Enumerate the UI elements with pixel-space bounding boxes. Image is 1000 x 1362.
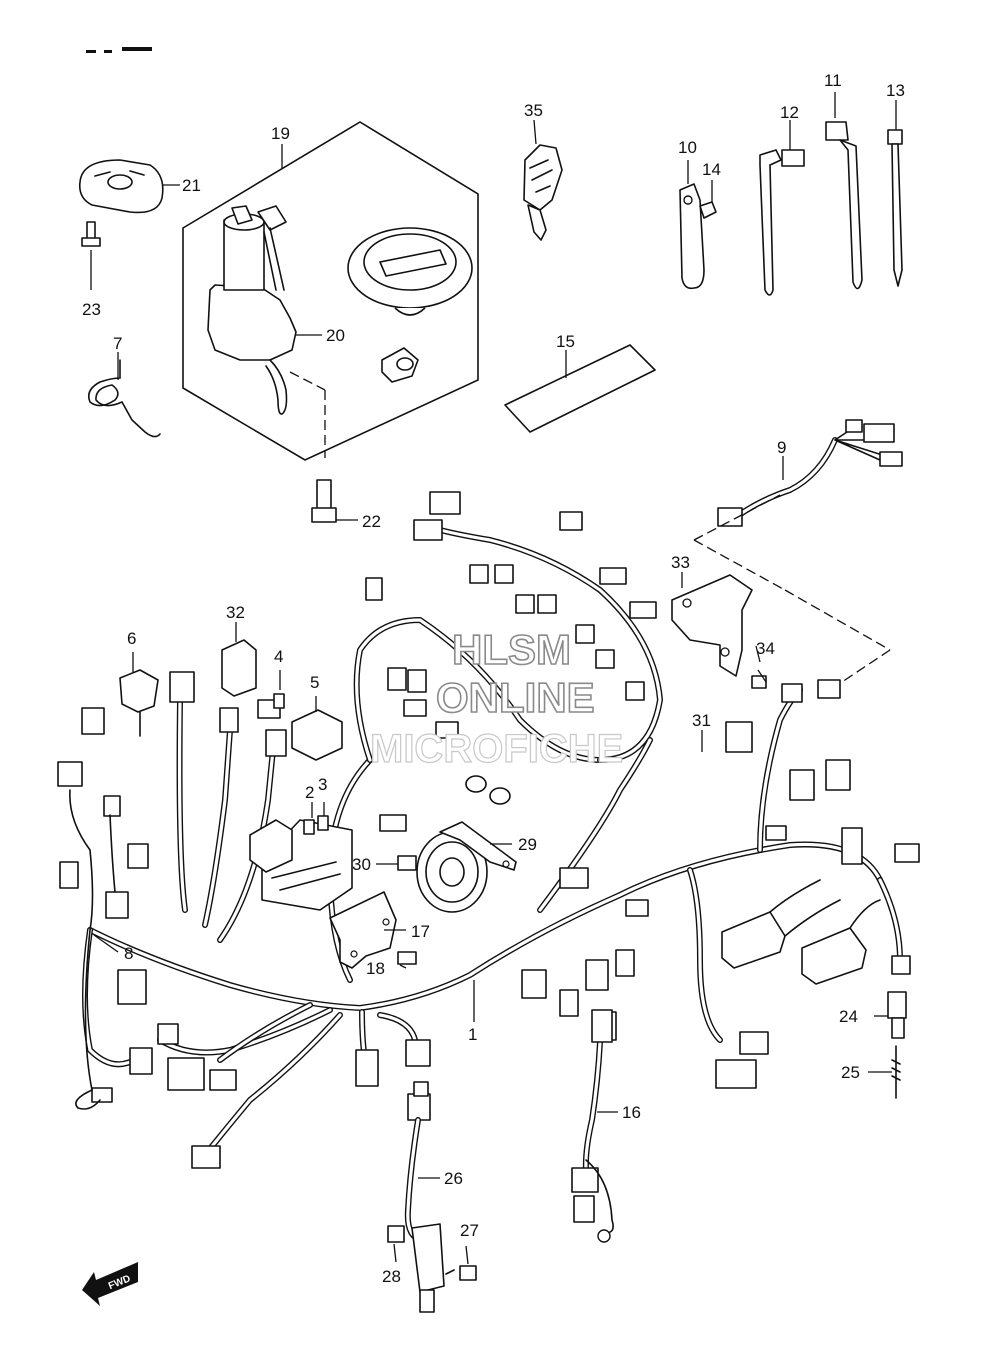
fuse-box-part xyxy=(249,819,353,911)
cover-screw-part xyxy=(81,221,101,290)
callout-33: 33 xyxy=(671,553,690,572)
key-part xyxy=(523,144,563,241)
ignition-switch-part xyxy=(207,205,297,415)
callout-23: 23 xyxy=(82,300,101,319)
callout-17: 17 xyxy=(411,922,430,941)
sensor-part xyxy=(387,1081,445,1313)
watermark-line-3: MICROFICHE xyxy=(370,727,623,771)
callout-22: 22 xyxy=(362,512,381,531)
callout-31: 31 xyxy=(692,711,711,730)
callout-21: 21 xyxy=(182,176,201,195)
bolt-part xyxy=(311,479,358,523)
callout-34: 34 xyxy=(756,639,775,658)
callout-27: 27 xyxy=(460,1221,479,1240)
watermark-line-2: ONLINE xyxy=(436,674,595,721)
pin-part xyxy=(891,1045,901,1099)
band-part xyxy=(679,183,705,290)
spring-part xyxy=(87,359,161,438)
callout-13: 13 xyxy=(886,81,905,100)
callout-26: 26 xyxy=(444,1169,463,1188)
callout-5: 5 xyxy=(310,673,319,692)
callout-1: 1 xyxy=(468,1025,477,1044)
ignition-set-box xyxy=(182,121,479,461)
main-harness-part xyxy=(82,527,903,1158)
clamp-strap-part xyxy=(759,149,805,296)
harness-connectors xyxy=(57,491,920,1169)
relay-small-part xyxy=(221,639,257,697)
sensor-bolt-part xyxy=(445,1265,477,1281)
callout-labels: 1 2 3 4 5 6 7 8 9 10 11 12 13 14 15 16 1… xyxy=(82,71,905,1286)
switch-part xyxy=(887,991,907,1039)
cable-clamp-part xyxy=(825,121,863,290)
callout-4: 4 xyxy=(274,647,283,666)
callout-10: 10 xyxy=(678,138,697,157)
diode-part xyxy=(119,669,159,737)
callout-24: 24 xyxy=(839,1007,858,1026)
callout-32: 32 xyxy=(226,603,245,622)
callout-20: 20 xyxy=(326,326,345,345)
sub-harness-part xyxy=(717,419,903,527)
fuse-part xyxy=(273,693,329,835)
callout-16: 16 xyxy=(622,1103,641,1122)
horn-part xyxy=(416,821,517,913)
page-header-mark xyxy=(86,47,152,53)
callout-8: 8 xyxy=(124,944,133,963)
cable-tie-part xyxy=(887,129,903,287)
watermark: HLSM ONLINE MICROFICHE xyxy=(369,625,624,771)
callout-29: 29 xyxy=(518,835,537,854)
leader-lines xyxy=(93,92,897,1265)
sub-harness-b-part xyxy=(571,1009,614,1243)
watermark-line-1: HLSM xyxy=(452,626,571,673)
ignition-cover-part xyxy=(78,159,164,214)
fwd-arrow-icon: FWD xyxy=(82,1262,138,1306)
callout-3: 3 xyxy=(318,775,327,794)
callout-2: 2 xyxy=(305,783,314,802)
callout-7: 7 xyxy=(113,334,122,353)
callout-14: 14 xyxy=(702,160,721,179)
fuel-cap-part xyxy=(347,227,473,316)
callout-6: 6 xyxy=(127,629,136,648)
lock-cylinder-part xyxy=(381,347,419,383)
callout-28: 28 xyxy=(382,1267,401,1286)
fuse-bracket-part xyxy=(329,891,397,969)
relay-part xyxy=(291,709,343,761)
bracket-screw-part xyxy=(397,951,417,965)
callout-18: 18 xyxy=(366,959,385,978)
callout-19: 19 xyxy=(271,124,290,143)
callout-12: 12 xyxy=(780,103,799,122)
callout-25: 25 xyxy=(841,1063,860,1082)
band-screw-part xyxy=(699,201,717,219)
callout-11: 11 xyxy=(824,71,842,90)
bracket-bolt-part xyxy=(751,669,767,689)
callout-30: 30 xyxy=(352,855,371,874)
callout-15: 15 xyxy=(556,332,575,351)
bracket-part xyxy=(671,574,753,677)
horn-bolt-part xyxy=(397,855,417,871)
callout-9: 9 xyxy=(777,438,786,457)
callout-35: 35 xyxy=(524,101,543,120)
pad-part xyxy=(504,344,656,433)
